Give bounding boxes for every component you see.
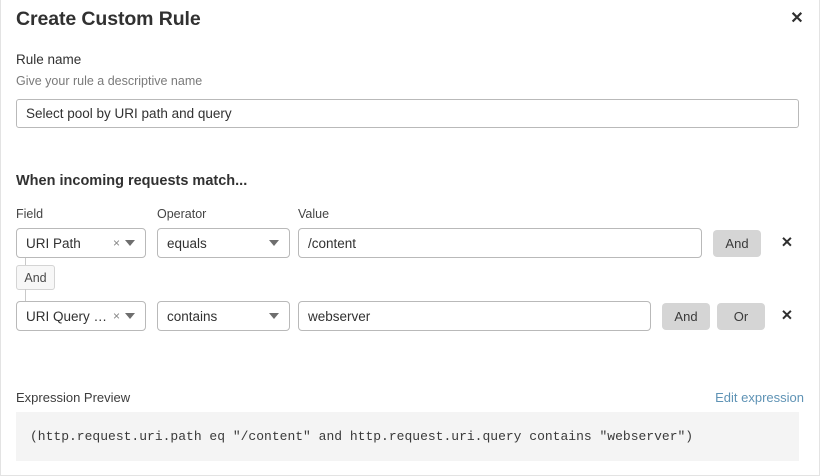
- expression-preview-label: Expression Preview: [16, 390, 131, 405]
- chevron-down-icon: [125, 313, 135, 319]
- column-header-operator: Operator: [157, 207, 207, 221]
- operator-select-value: contains: [167, 308, 218, 324]
- connector-line-bottom: [25, 289, 26, 301]
- delete-condition-icon[interactable]: ✕: [776, 305, 798, 327]
- value-input[interactable]: [298, 228, 702, 258]
- rule-name-label: Rule name: [16, 52, 82, 67]
- chevron-down-icon: [269, 313, 279, 319]
- clear-x-icon[interactable]: ×: [112, 236, 120, 250]
- logic-and-button[interactable]: And: [713, 230, 761, 257]
- column-header-value: Value: [298, 207, 330, 221]
- connector-line-top: [25, 258, 26, 266]
- field-select-value: URI Query St...: [26, 308, 111, 324]
- operator-select-value: equals: [167, 235, 207, 251]
- field-select-value: URI Path: [26, 235, 81, 251]
- logic-and-button[interactable]: And: [662, 303, 710, 330]
- column-header-field: Field: [16, 207, 44, 221]
- expression-preview-code: (http.request.uri.path eq "/content" and…: [16, 412, 799, 461]
- operator-select[interactable]: equals: [157, 228, 290, 258]
- condition-connector: And: [16, 258, 76, 301]
- match-section-heading: When incoming requests match...: [16, 173, 248, 189]
- value-input[interactable]: [298, 301, 651, 331]
- field-select[interactable]: URI Query St... ×: [16, 301, 146, 331]
- rule-name-input[interactable]: [16, 99, 799, 128]
- operator-select[interactable]: contains: [157, 301, 290, 331]
- chevron-down-icon: [269, 240, 279, 246]
- close-icon[interactable]: ✕: [784, 6, 810, 32]
- field-select[interactable]: URI Path ×: [16, 228, 146, 258]
- edit-expression-link[interactable]: Edit expression: [715, 390, 804, 405]
- connector-logic-chip[interactable]: And: [16, 265, 55, 290]
- rule-name-help-text: Give your rule a descriptive name: [16, 74, 203, 88]
- logic-or-button[interactable]: Or: [717, 303, 765, 330]
- page-title: Create Custom Rule: [16, 8, 201, 30]
- delete-condition-icon[interactable]: ✕: [776, 232, 798, 254]
- chevron-down-icon: [125, 240, 135, 246]
- clear-x-icon[interactable]: ×: [112, 309, 120, 323]
